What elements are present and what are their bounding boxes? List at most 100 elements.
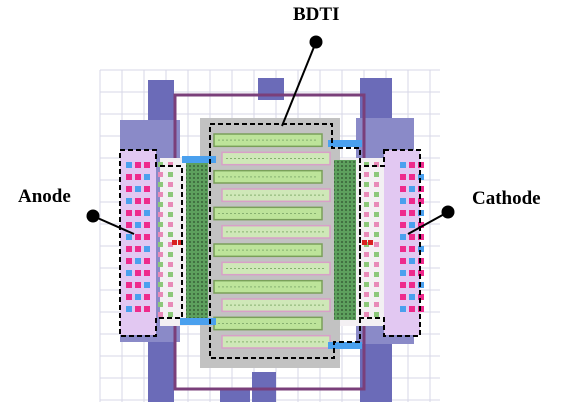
contact-square xyxy=(400,294,406,300)
contact-square xyxy=(135,198,141,204)
contact-square xyxy=(364,272,369,277)
contact-square xyxy=(172,240,177,245)
contact-square xyxy=(400,306,406,312)
contact-square xyxy=(168,202,173,207)
contact-square xyxy=(400,186,406,192)
contact-square xyxy=(158,272,163,277)
contact-square xyxy=(409,306,415,312)
contact-square xyxy=(158,312,163,317)
bdti-callout-dot xyxy=(309,35,323,49)
contact-square xyxy=(374,222,379,227)
anode-terminal-region xyxy=(120,150,156,335)
contact-square xyxy=(400,246,406,252)
contact-square xyxy=(374,262,379,267)
cathode-dashed-outline xyxy=(359,149,421,337)
contact-square xyxy=(168,312,173,317)
contact-square xyxy=(400,282,406,288)
contact-square xyxy=(158,232,163,237)
contact-square xyxy=(144,222,150,228)
cathode-callout-line xyxy=(407,211,449,235)
contact-square xyxy=(374,282,379,287)
contact-square xyxy=(168,282,173,287)
contact-square xyxy=(409,222,415,228)
contact-square xyxy=(144,174,150,180)
cathode-contact-column xyxy=(334,160,356,320)
contact-square xyxy=(158,182,163,187)
contact-square xyxy=(158,282,163,287)
contact-square xyxy=(374,232,379,237)
contact-square xyxy=(158,172,163,177)
contact-square xyxy=(144,186,150,192)
contact-square xyxy=(409,210,415,216)
anode-callout-dot xyxy=(86,209,100,223)
contact-square xyxy=(364,212,369,217)
contact-square xyxy=(126,162,132,168)
contact-square xyxy=(409,186,415,192)
contact-square xyxy=(374,302,379,307)
contact-square xyxy=(374,192,379,197)
contact-square xyxy=(135,186,141,192)
contact-square xyxy=(364,252,369,257)
contact-square xyxy=(168,162,173,167)
contact-square xyxy=(135,306,141,312)
contact-square xyxy=(409,258,415,264)
contact-square xyxy=(364,282,369,287)
contact-square xyxy=(168,172,173,177)
contact-square xyxy=(418,246,424,252)
contact-square xyxy=(168,182,173,187)
anode-callout-line xyxy=(92,215,135,235)
contact-square xyxy=(400,162,406,168)
contact-square xyxy=(374,202,379,207)
contact-square xyxy=(374,212,379,217)
contact-square xyxy=(168,252,173,257)
contact-square xyxy=(400,210,406,216)
contact-square xyxy=(168,212,173,217)
contact-square xyxy=(168,232,173,237)
anode-dashed-outline xyxy=(119,149,183,337)
contact-square xyxy=(374,242,379,247)
contact-square xyxy=(364,162,369,167)
contact-square xyxy=(158,222,163,227)
contact-array xyxy=(126,162,424,317)
contact-square xyxy=(135,246,141,252)
contact-square xyxy=(144,258,150,264)
contact-square xyxy=(126,174,132,180)
contact-square xyxy=(409,162,415,168)
contact-square xyxy=(168,272,173,277)
anode-contact-column xyxy=(186,160,208,320)
contact-square xyxy=(400,174,406,180)
contact-square xyxy=(374,172,379,177)
contact-square xyxy=(144,210,150,216)
contact-square xyxy=(409,270,415,276)
contact-square xyxy=(135,174,141,180)
contact-square xyxy=(168,262,173,267)
contact-square xyxy=(418,222,424,228)
contact-square xyxy=(400,270,406,276)
contact-square xyxy=(400,258,406,264)
contact-square xyxy=(126,294,132,300)
contact-square xyxy=(126,198,132,204)
contact-square xyxy=(158,162,163,167)
contact-square xyxy=(158,262,163,267)
cathode-label: Cathode xyxy=(472,188,541,209)
contact-square xyxy=(364,222,369,227)
cathode-terminal-region xyxy=(384,150,420,335)
contact-square xyxy=(409,294,415,300)
contact-square xyxy=(135,210,141,216)
contact-square xyxy=(178,240,183,245)
contact-square xyxy=(364,172,369,177)
contact-square xyxy=(144,282,150,288)
bdti-label: BDTI xyxy=(293,4,340,25)
contact-square xyxy=(126,306,132,312)
contact-square xyxy=(400,222,406,228)
contact-square xyxy=(400,198,406,204)
contact-square xyxy=(409,246,415,252)
contact-square xyxy=(126,222,132,228)
contact-square xyxy=(364,232,369,237)
cathode-callout-dot xyxy=(441,205,455,219)
contact-square xyxy=(144,162,150,168)
contact-square xyxy=(364,182,369,187)
contact-square xyxy=(418,198,424,204)
